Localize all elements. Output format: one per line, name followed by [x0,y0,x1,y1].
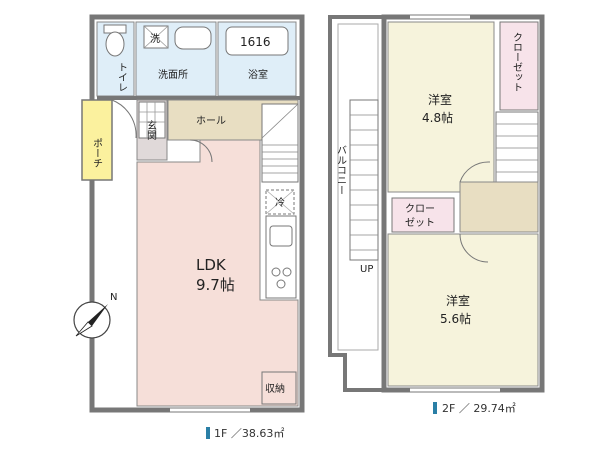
bath-label: 浴室 [248,68,268,81]
stairs-1f-steps [261,103,299,174]
toilet-label: トイレ [116,62,128,92]
washroom-label: 洗面所 [158,69,188,81]
porch-label: ポーチ [91,138,103,168]
closet-1 [499,21,539,111]
storage-label: 収納 [265,382,285,395]
hall-label: ホール [196,115,226,127]
room-2-door-swing [459,233,489,263]
porch [81,99,113,181]
closet-2 [391,197,455,233]
balcony-label: バルコニー [335,145,347,195]
fridge-label: 冷 [275,196,285,209]
floor-2-windows [410,15,500,392]
bath-tub-size: 1616 [240,35,271,49]
storage [261,371,297,405]
ldk-size: 9.7帖 [196,276,235,294]
stove-burners [271,267,292,289]
compass-north-label: N [110,292,117,303]
floor-1-area-label: 1F ／38.63㎡ [214,427,284,440]
floor-2-plan: バルコニー UP 洋室 4.8帖 クローゼット [328,14,545,393]
western-room-1 [387,21,495,193]
hall-2f [459,181,539,233]
closet-2-label-line1: クロー [405,203,435,215]
stairs-up-label: UP [360,264,373,275]
entrance-label: 玄関 [145,119,157,141]
western-room-1-size: 4.8帖 [422,110,453,125]
floor-2-area-label: 2F ／ 29.74㎡ [442,402,516,415]
floor-1-plan: トイレ 洗 洗面所 1616 浴室 ポーチ 玄関 ホール [81,14,305,413]
fridge-cross-2 [265,189,295,215]
floor-2-area-marker [433,402,437,414]
shoe-cabinet [138,101,166,139]
stairs-2f [349,99,379,261]
wash-basin [174,26,212,50]
western-room-2-size: 5.6帖 [440,311,471,326]
bath-tub [225,26,289,56]
closet-1-label: クローゼット [511,32,523,92]
western-room-2-label: 洋室 [446,293,470,308]
washer-cross-2 [143,25,169,49]
entrance-door-swing [111,99,137,139]
floor-1-windows [128,215,250,412]
closet-2-label-line2: ゼット [405,217,435,229]
north-arrow-icon [88,304,108,326]
ldk-door-swing [189,139,213,163]
western-room-2 [387,233,539,387]
kitchen-sink [269,225,293,247]
ldk-label: LDK [196,256,227,274]
south-arrow-icon [75,321,93,337]
stairs-2f-steps [350,114,378,251]
floor-1-area-marker [206,427,210,439]
ldk-room [136,139,299,407]
western-room-1-label: 洋室 [428,92,452,107]
washer-label: 洗 [150,33,160,45]
stairwell-2f [495,111,539,183]
toilet-bowl [105,31,125,57]
shoe-cabinet-lines [139,102,165,138]
room-1-door-swing [459,161,491,183]
stairwell-2f-steps [496,123,538,173]
compass: N [73,292,117,339]
stairs-1f [261,103,299,183]
